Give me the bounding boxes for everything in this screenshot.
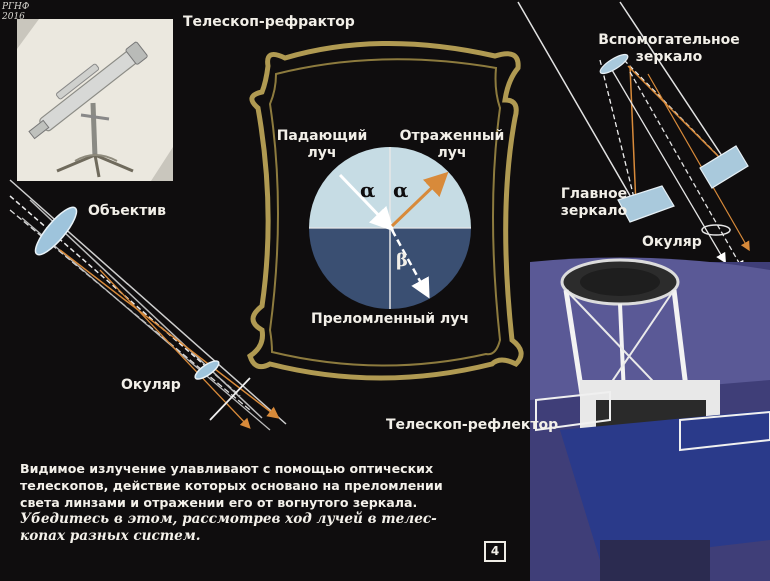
refractor-title: Телескоп-рефрактор xyxy=(183,14,355,30)
eyepiece-label-right: Окуляр xyxy=(642,234,702,250)
refractor-ray xyxy=(29,199,263,419)
main-mirror-label-line-2: зеркало xyxy=(560,203,628,219)
secondary-mirror-label-line-2: зеркало xyxy=(635,49,703,65)
main-mirror-left xyxy=(617,185,675,223)
incident-ray xyxy=(338,173,395,232)
eyepiece-lens-left xyxy=(194,360,220,380)
reflector-title: Телескоп-рефлектор xyxy=(386,417,559,433)
main-mirror-label: Главное зеркало xyxy=(556,186,632,220)
secondary-mirror xyxy=(599,53,629,75)
page-number: 4 xyxy=(484,541,506,562)
caption-line-3: света линзами и отражении его от вогнуто… xyxy=(20,495,418,510)
incident-ray-label-line-2: луч xyxy=(307,145,337,161)
reflected-ray-label-line-2: луч xyxy=(437,145,467,161)
watermark-line-2: 2016 xyxy=(2,12,25,22)
alpha-left-label: α xyxy=(360,178,376,202)
reflector-ray-arrow xyxy=(629,65,637,207)
secondary-mirror-label-line-1: Вспомогательное xyxy=(598,32,740,48)
reflected-ray xyxy=(390,171,449,228)
eyepiece-label-left: Окуляр xyxy=(121,377,181,393)
refracted-ray xyxy=(390,229,430,299)
reflector-ray xyxy=(517,1,637,207)
watermark-line-1: РГНФ xyxy=(2,2,30,12)
reflector-output-ray xyxy=(611,69,726,264)
caption-line-2: телескопов, действие которых основано на… xyxy=(20,478,443,493)
reflected-ray-label: Отраженный луч xyxy=(396,128,508,162)
secondary-mirror-label: Вспомогательное зеркало xyxy=(590,32,748,66)
main-mirror-label-line-1: Главное xyxy=(560,186,628,202)
reflector-ray xyxy=(599,59,637,207)
watermark: РГНФ 2016 xyxy=(2,2,29,22)
incident-ray-label-line-1: Падающий xyxy=(276,128,368,144)
refractor-photo xyxy=(17,19,173,181)
reflected-ray-label-line-1: Отраженный xyxy=(399,128,505,144)
ornate-frame xyxy=(247,40,524,381)
main-mirror-right xyxy=(699,145,749,189)
refractor-ray-diagram xyxy=(9,179,287,431)
caption: Видимое излучение улавливают с помощью о… xyxy=(20,460,510,545)
caption-line-4: Убедитесь в этом, рассмотрев ход лучей в… xyxy=(20,511,437,527)
refractor-ray-arrow xyxy=(99,269,251,429)
incident-ray-label: Падающий луч xyxy=(276,128,368,162)
reflector-ray-arrow xyxy=(627,65,731,169)
refraction-circle xyxy=(309,147,471,309)
eyepiece-lens-right xyxy=(701,224,731,236)
caption-line-5: копах разных систем. xyxy=(20,528,201,544)
focal-plane-mark xyxy=(209,377,251,421)
refracted-ray-label: Преломленный луч xyxy=(311,311,469,327)
reflector-ray-diagram xyxy=(517,1,750,272)
reflector-ray xyxy=(619,1,731,169)
caption-line-1: Видимое излучение улавливают с помощью о… xyxy=(20,461,434,476)
objective-label: Объектив xyxy=(88,203,166,219)
reflector-output-ray xyxy=(647,73,750,252)
refractor-illustration xyxy=(17,19,173,181)
reflector-photo xyxy=(530,257,770,581)
alpha-right-label: α xyxy=(393,178,409,202)
reflector-output-ray xyxy=(629,71,744,272)
objective-lens xyxy=(34,206,78,256)
refractor-ray xyxy=(21,217,271,431)
beta-label: β xyxy=(396,250,408,271)
